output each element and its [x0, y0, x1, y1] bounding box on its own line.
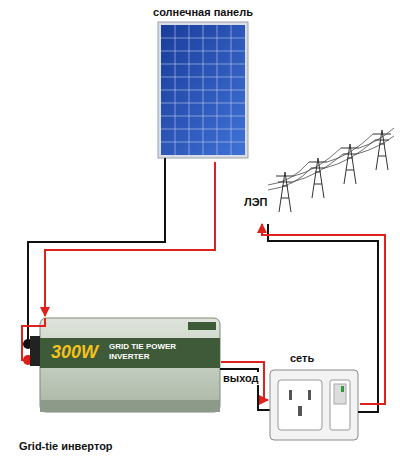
node-label: ЛЭП	[244, 196, 284, 209]
wire-connector	[221, 362, 268, 400]
edge-label: выход	[222, 372, 260, 385]
positive-wire	[22, 318, 45, 360]
node-label: солнечная панель	[150, 6, 256, 19]
wire-connector	[262, 224, 385, 404]
power-line-node: ЛЭП	[240, 140, 396, 224]
solar-panel-node: солнечная панель	[150, 2, 258, 162]
socket-node: сеть	[268, 348, 360, 442]
output-neutral-wire	[220, 369, 270, 410]
inverter-node: 300WGRID TIE POWER INVERTER Grid-tie инве…	[15, 316, 221, 458]
power-rating: 300W	[51, 342, 107, 364]
wire-connector	[45, 162, 215, 316]
inverter-body	[23, 318, 220, 412]
node-label: Grid-tie инвертор	[19, 440, 169, 453]
wall-socket	[270, 370, 358, 440]
solar-panel	[158, 22, 248, 158]
grid-neutral-wire	[268, 224, 378, 412]
power-line-towers	[268, 128, 394, 212]
node-label: сеть	[290, 352, 350, 365]
node-label: GRID TIE POWER INVERTER	[109, 342, 193, 361]
